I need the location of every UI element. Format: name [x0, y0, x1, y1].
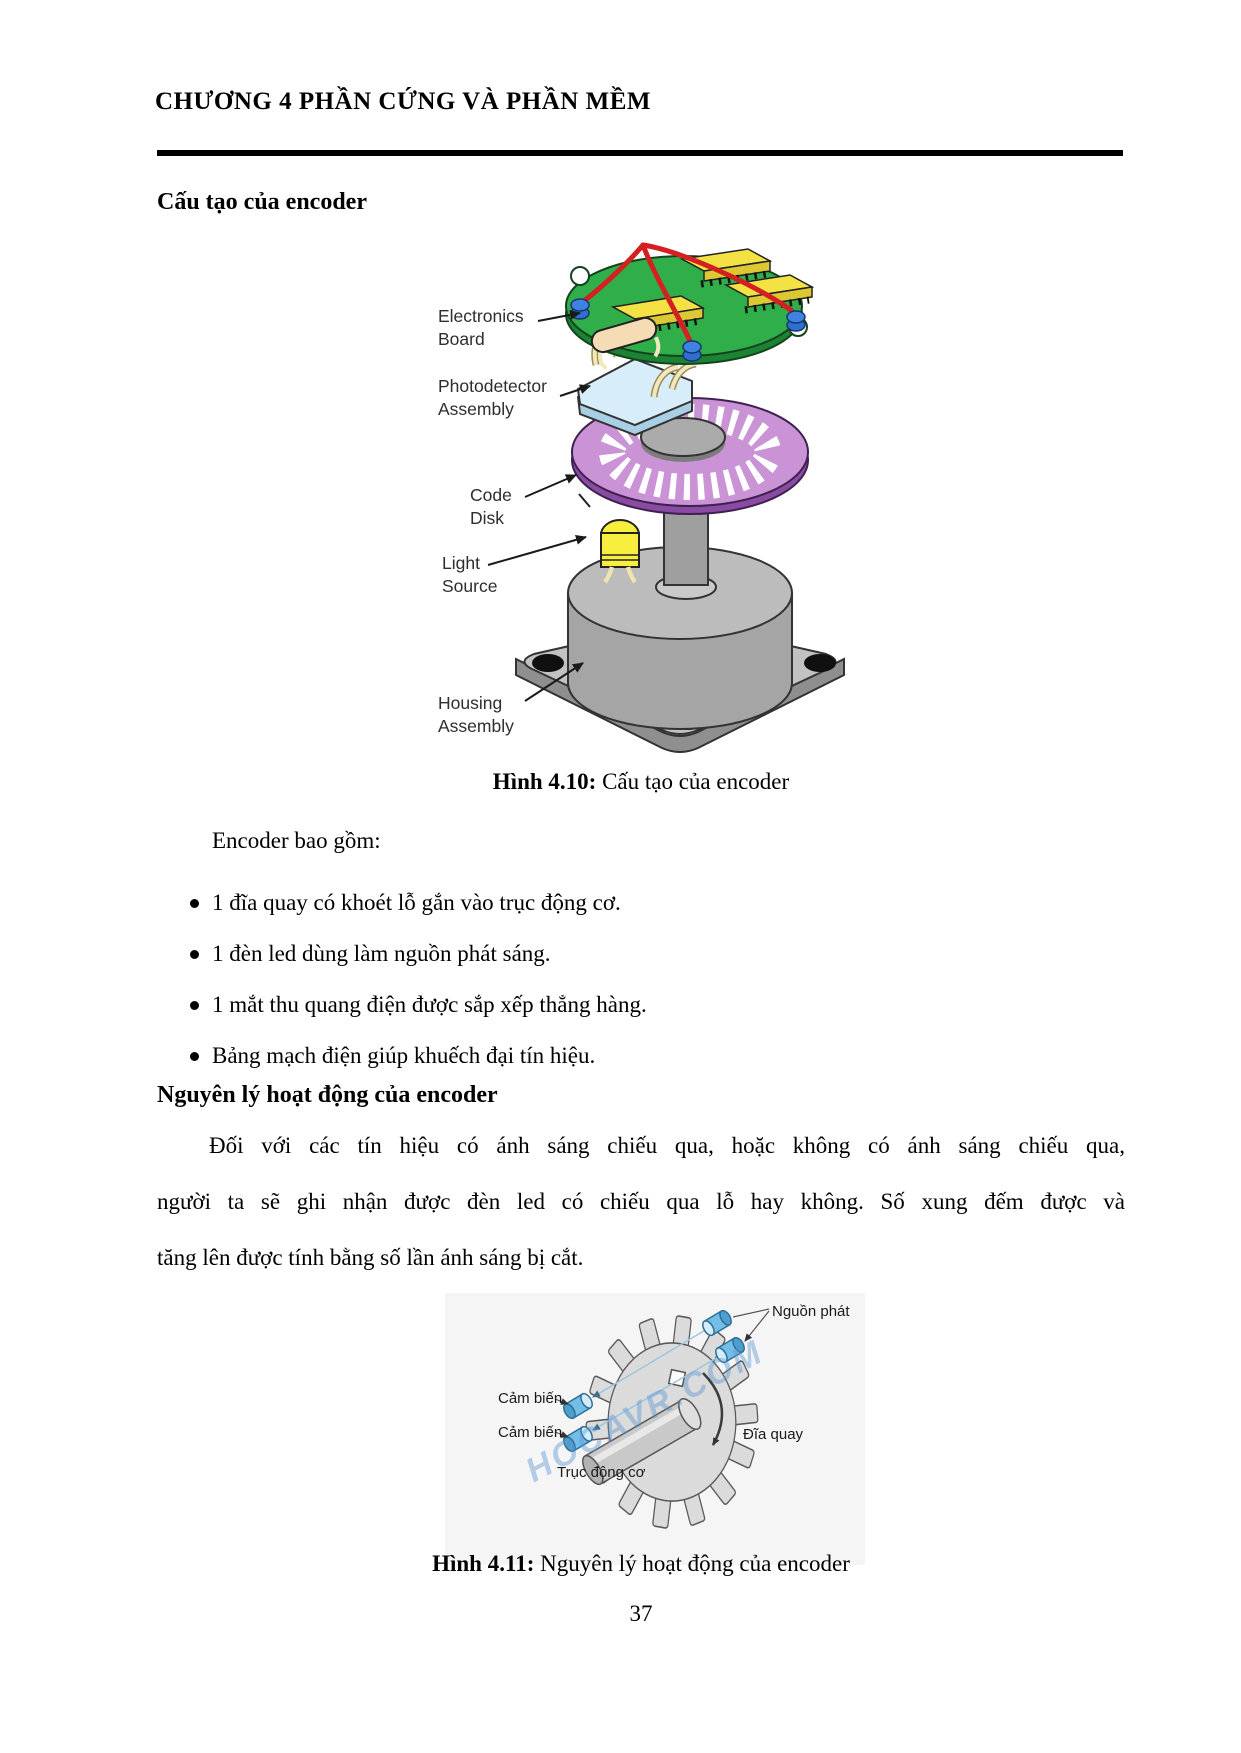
- section2-heading: Nguyên lý hoạt động của encoder: [157, 1082, 498, 1108]
- list-item-text: 1 đèn led dùng làm nguồn phát sáng.: [212, 941, 551, 966]
- section1-heading: Cấu tạo của encoder: [157, 189, 367, 215]
- caption-figure-4-10-number: Hình 4.10:: [492, 769, 597, 794]
- list-item: 1 đĩa quay có khoét lỗ gắn vào trục động…: [157, 886, 1125, 920]
- list-item-text: Bảng mạch điện giúp khuếch đại tín hiệu.: [212, 1043, 596, 1068]
- encoder-principle-diagram: HOCAVR.COM: [520, 1308, 770, 1529]
- caption-figure-4-11-text: Nguyên lý hoạt động của encoder: [534, 1551, 850, 1576]
- bullet-dot: [190, 1001, 199, 1010]
- page-number: 37: [629, 1601, 653, 1626]
- caption-figure-4-11-number: Hình 4.11:: [432, 1551, 535, 1576]
- caption-figure-4-10-text: Cấu tạo của encoder: [596, 769, 790, 794]
- sensor: [563, 1425, 593, 1453]
- label-electronics-board: Electronics Board: [438, 306, 524, 349]
- label-cam-bien-1: Cảm biến: [498, 1390, 563, 1407]
- bullet-dot: [190, 899, 199, 908]
- label-code-disk: Code Disk: [470, 485, 512, 528]
- paragraph-line: tăng lên được tính bằng số lần ánh sáng …: [157, 1245, 584, 1270]
- figure-encoder-structure: Electronics Board Photodetector Assembly…: [430, 235, 890, 760]
- label-nguon-phat: Nguồn phát: [772, 1303, 850, 1320]
- label-dia-quay: Đĩa quay: [743, 1426, 804, 1443]
- caption-figure-4-11: Hình 4.11: Nguyên lý hoạt động của encod…: [157, 1551, 1125, 1577]
- caption-figure-4-10: Hình 4.10: Cấu tạo của encoder: [157, 769, 1125, 795]
- label-cam-bien-2: Cảm biến: [498, 1424, 563, 1441]
- paragraph-line: Đối với các tín hiệu có ánh sáng chiếu q…: [209, 1133, 1125, 1158]
- bullet-dot: [190, 1052, 199, 1061]
- list-item-text: 1 đĩa quay có khoét lỗ gắn vào trục động…: [212, 890, 621, 915]
- encoder-exploded-diagram: [487, 242, 845, 753]
- list-item: Bảng mạch điện giúp khuếch đại tín hiệu.: [157, 1039, 1125, 1073]
- encoder-intro-line: Encoder bao gồm:: [212, 828, 381, 853]
- bullet-dot: [190, 950, 199, 959]
- label-truc-dong-co: Trục động cơ: [557, 1464, 646, 1481]
- label-photodetector-assembly: Photodetector Assembly: [438, 376, 547, 419]
- emitter-led: [715, 1336, 745, 1364]
- header-rule: [157, 150, 1123, 156]
- label-light-source: Light Source: [442, 553, 498, 596]
- sensor: [563, 1392, 593, 1420]
- list-item: 1 đèn led dùng làm nguồn phát sáng.: [157, 937, 1125, 971]
- figure-encoder-principle: HOCAVR.COM Nguồn phát Cảm biến Cảm biến …: [445, 1293, 865, 1565]
- label-housing-assembly: Housing Assembly: [438, 693, 514, 736]
- list-item: 1 mắt thu quang điện được sắp xếp thẳng …: [157, 988, 1125, 1022]
- encoder-parts-list: 1 đĩa quay có khoét lỗ gắn vào trục động…: [157, 886, 1125, 1090]
- paragraph-line: người ta sẽ ghi nhận được đèn led có chi…: [157, 1189, 1125, 1214]
- emitter-led: [702, 1309, 732, 1337]
- list-item-text: 1 mắt thu quang điện được sắp xếp thẳng …: [212, 992, 647, 1017]
- chapter-header: CHƯƠNG 4 PHẦN CỨNG VÀ PHẦN MỀM: [155, 88, 651, 115]
